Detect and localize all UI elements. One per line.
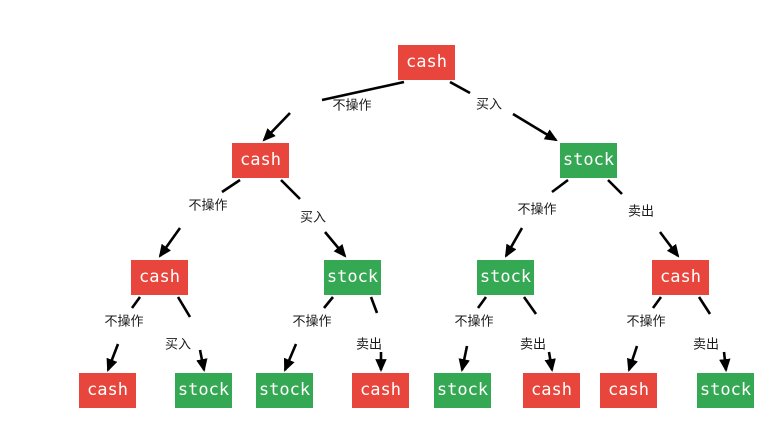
- tree-node-cash[interactable]: cash: [131, 260, 188, 295]
- edge-label-buy: 买入: [299, 210, 327, 226]
- edge-stem: [651, 296, 663, 309]
- edge-label-sell: 卖出: [627, 204, 655, 220]
- edge-group: [106, 80, 731, 373]
- tree-node-cash[interactable]: cash: [79, 373, 136, 408]
- tree-node-cash[interactable]: cash: [398, 45, 455, 80]
- tree-node-stock[interactable]: stock: [560, 143, 617, 178]
- edge-label-hold: 不操作: [626, 314, 666, 330]
- edge-arrow: [158, 227, 182, 258]
- edge-stem: [551, 178, 569, 194]
- tree-node-stock[interactable]: stock: [324, 260, 381, 295]
- edge-stem: [221, 178, 241, 194]
- tree-node-cash[interactable]: cash: [352, 373, 409, 408]
- edge-arrow: [544, 351, 556, 373]
- edge-arrow: [658, 231, 680, 258]
- edge-label-hold: 不操作: [454, 314, 494, 330]
- edge-arrow: [106, 343, 120, 372]
- tree-node-stock[interactable]: stock: [434, 373, 491, 408]
- tree-node-cash[interactable]: cash: [523, 373, 580, 408]
- edge-arrow: [719, 351, 731, 373]
- edge-label-hold: 不操作: [517, 202, 557, 218]
- tree-node-stock[interactable]: stock: [697, 373, 754, 408]
- tree-node-cash[interactable]: cash: [652, 260, 709, 295]
- edge-stem: [322, 296, 335, 309]
- tree-node-cash[interactable]: cash: [232, 143, 289, 178]
- edge-stem: [697, 296, 712, 315]
- edge-arrow: [627, 345, 639, 372]
- edge-stem: [176, 296, 192, 318]
- edge-stem: [130, 296, 142, 309]
- edge-stem: [522, 296, 538, 315]
- edge-stem: [369, 296, 379, 314]
- edge-arrow: [504, 227, 524, 258]
- edge-arrow: [512, 112, 558, 142]
- edge-stem: [449, 80, 471, 95]
- edge-label-hold: 不操作: [292, 314, 332, 330]
- edge-label-hold: 不操作: [188, 198, 228, 214]
- tree-node-stock[interactable]: stock: [256, 373, 313, 408]
- edge-stem: [607, 179, 623, 195]
- edge-label-sell: 卖出: [519, 337, 547, 353]
- edge-arrow: [458, 345, 470, 373]
- edge-arrow: [283, 343, 298, 372]
- edge-arrow: [262, 112, 291, 142]
- edge-arrow: [196, 349, 208, 373]
- edge-label-buy: 买入: [164, 337, 192, 353]
- edge-stem: [476, 296, 488, 309]
- edge-label-hold: 不操作: [332, 98, 372, 114]
- edge-stem: [321, 80, 405, 102]
- tree-node-cash[interactable]: cash: [600, 373, 657, 408]
- edge-label-buy: 买入: [475, 97, 503, 113]
- edge-label-hold: 不操作: [104, 314, 144, 330]
- edge-label-sell: 卖出: [355, 337, 383, 353]
- edge-stem: [280, 179, 301, 200]
- edge-label-sell: 卖出: [692, 337, 720, 353]
- tree-node-stock[interactable]: stock: [175, 373, 232, 408]
- edge-arrow: [324, 231, 347, 258]
- tree-node-stock[interactable]: stock: [477, 260, 534, 295]
